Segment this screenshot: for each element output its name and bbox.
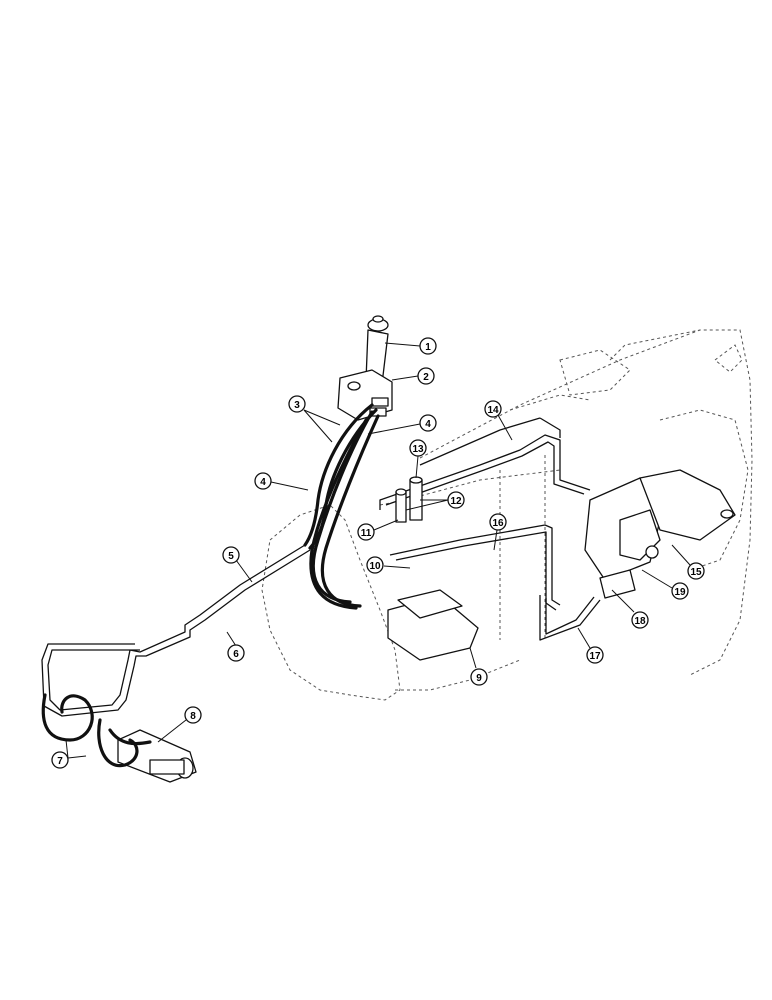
callout-label: 7 (57, 756, 63, 767)
callout-label: 8 (190, 711, 196, 722)
callout-18[interactable] (631, 611, 649, 629)
callout-label: 15 (690, 567, 702, 578)
callout-16[interactable] (489, 513, 507, 531)
callout-13[interactable] (409, 439, 427, 457)
callout-19[interactable] (671, 582, 689, 600)
callout-6[interactable] (227, 644, 245, 662)
callout-label: 2 (423, 372, 429, 383)
callout-4-upper[interactable] (419, 414, 437, 432)
callout-label: 4 (260, 477, 266, 488)
callout-label: 13 (412, 444, 424, 455)
callout-label: 4 (425, 419, 431, 430)
callout-9[interactable] (470, 668, 488, 686)
callout-label: 1 (425, 342, 431, 353)
steering-cylinder (117, 729, 197, 783)
callout-4-lower[interactable] (254, 472, 272, 490)
callout-11[interactable] (357, 523, 375, 541)
callout-label: 17 (589, 651, 601, 662)
rigid-pipes-front (41, 544, 311, 717)
callout-label: 6 (233, 649, 239, 660)
callout-12[interactable] (447, 491, 465, 509)
callout-15[interactable] (687, 562, 705, 580)
callout-5[interactable] (222, 546, 240, 564)
steering-hoses (303, 403, 380, 610)
callouts: 1 2 3 4 4 5 6 7 8 9 (51, 337, 705, 769)
cylinder-hoses (41, 693, 152, 768)
callout-label: 9 (476, 673, 482, 684)
callout-10[interactable] (366, 556, 384, 574)
callout-3[interactable] (288, 395, 306, 413)
callout-label: 11 (361, 528, 372, 539)
callout-2[interactable] (417, 367, 435, 385)
callout-label: 10 (369, 561, 381, 572)
callout-1[interactable] (419, 337, 437, 355)
callout-label: 19 (674, 587, 686, 598)
transmission-housing-outline (261, 329, 753, 701)
callout-label: 14 (487, 405, 499, 416)
callout-label: 18 (634, 616, 646, 627)
callout-label: 16 (492, 518, 504, 529)
callout-label: 12 (450, 496, 462, 507)
callout-label: 3 (294, 400, 300, 411)
pump-assembly (584, 469, 736, 599)
callout-17[interactable] (586, 646, 604, 664)
callout-7[interactable] (51, 751, 69, 769)
callout-14[interactable] (484, 400, 502, 418)
valve-block (387, 476, 479, 661)
callout-8[interactable] (184, 706, 202, 724)
callout-label: 5 (228, 551, 234, 562)
